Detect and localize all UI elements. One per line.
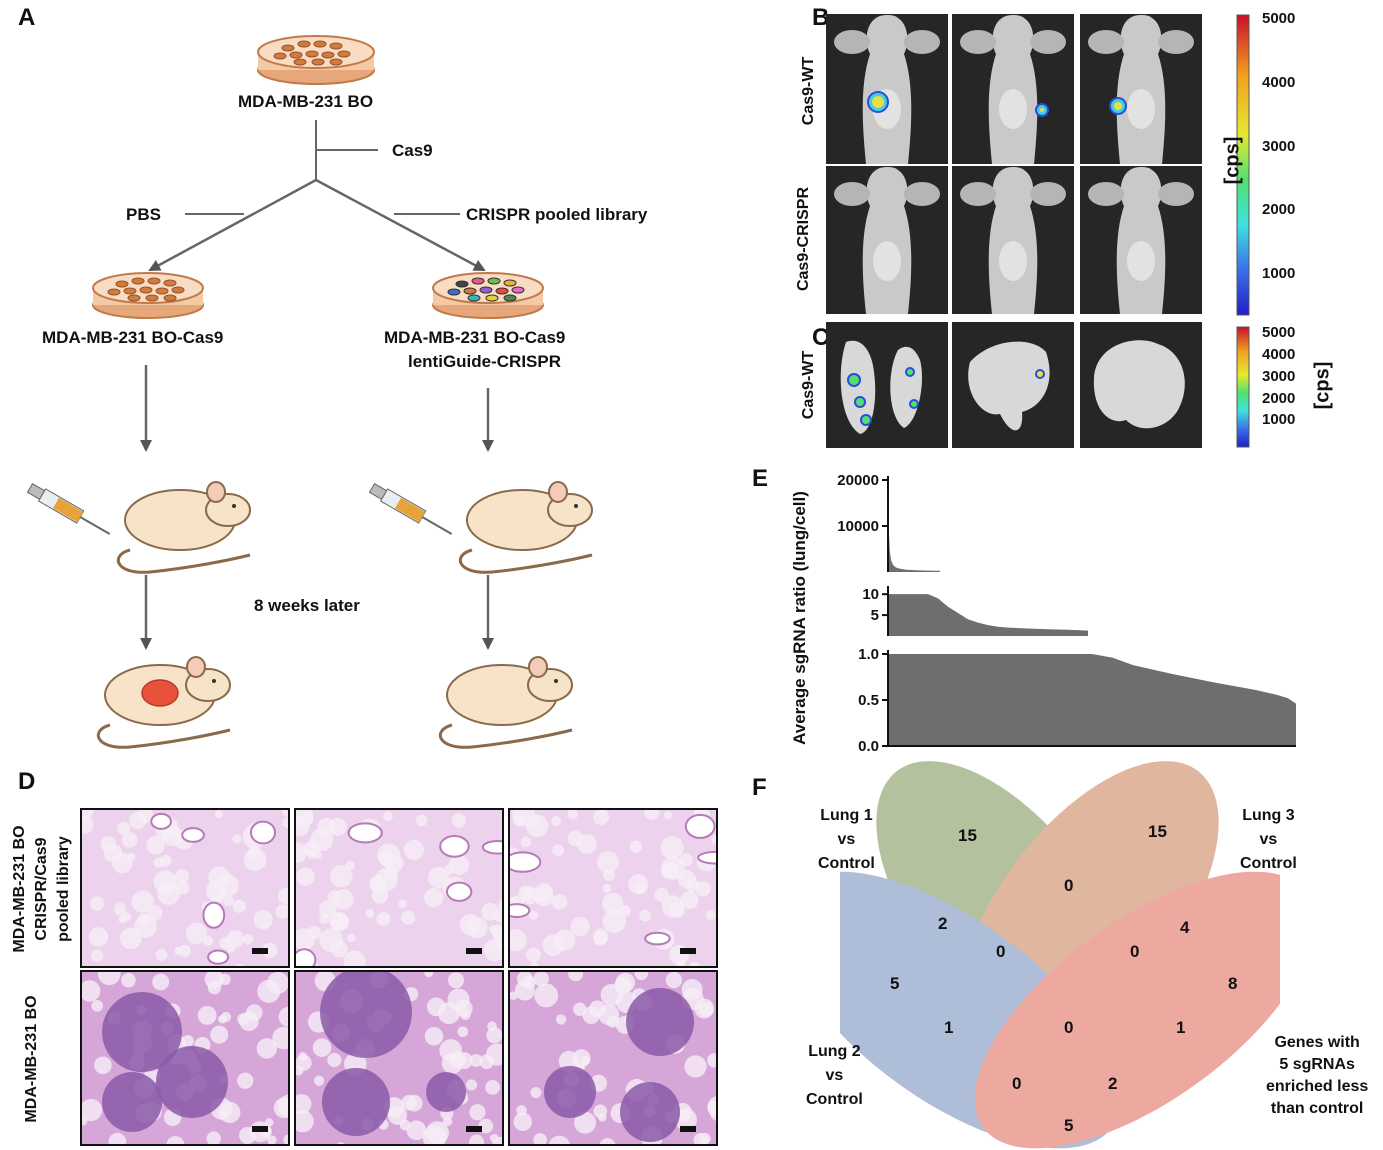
row2-label: MDA-MB-231 BO [23,995,40,1123]
histology-image [80,808,290,968]
row-label-cas9-wt: Cas9-WT [800,56,817,126]
histology-image [508,970,718,1146]
syringe-icon [26,482,111,535]
left-cell-label: MDA-MB-231 BO-Cas9 [42,328,224,347]
mouse-icon [459,481,593,574]
y-tick-label: 1.0 [858,646,879,663]
venn-count-lung1-lung2-genes: 2 [1108,1074,1118,1093]
venn-count-lung1-lung3: 0 [1064,876,1074,895]
workflow-diagram [26,35,593,749]
panel-label-b: B [812,4,830,31]
top-cell-label: MDA-MB-231 BO [238,92,374,111]
petri-dish-icon [257,35,375,85]
row1-label-line1: MDA-MB-231 BO [11,825,28,953]
venn-count-lung2-genes: 5 [1064,1116,1074,1135]
panel-label-c: C [812,324,830,351]
venn-count-only-lung2: 5 [890,974,900,993]
venn-count-lung1-lung3-genes: 0 [1130,942,1140,961]
histology-image [80,970,290,1146]
sgRNA-area-segment [888,480,940,572]
bioluminescence-image [1080,14,1202,164]
colorbar-b-tick: 5000 [1262,10,1296,27]
y-tick-label: 0.5 [858,692,879,709]
colorbar-c-unit: [cps] [1311,361,1334,410]
venn-count-lung1-lung2-lung3: 0 [996,942,1006,961]
colorbar-b-tick: 4000 [1262,74,1296,91]
venn-count-lung1-lung2: 2 [938,914,948,933]
colorbar-b-tick: 3000 [1262,138,1296,155]
right-cell-label-line1: MDA-MB-231 BO-Cas9 [384,328,566,347]
histology-image [294,808,504,968]
venn-diagram [840,761,1280,1149]
bioluminescence-image [952,14,1074,164]
mouse-icon [439,656,573,749]
colorbar-c-tick: 2000 [1262,390,1296,407]
panel-label-a: A [18,4,36,31]
colorbar-b-unit: [cps] [1221,136,1244,185]
right-cell-label-line2: lentiGuide-CRISPR [408,352,562,371]
panel-label-f: F [752,774,767,801]
petri-dish-icon [432,272,544,319]
sgRNA-area-segment [888,594,1088,636]
bioluminescence-image [1080,166,1202,314]
bioluminescence-image [952,166,1074,314]
timepoint-label: 8 weeks later [254,596,360,615]
venn-count-lung2-lung3-genes: 0 [1012,1074,1022,1093]
bioluminescence-image [826,14,948,164]
venn-count-lung1-genes: 1 [1176,1018,1186,1037]
lung-bioluminescence-image [1080,322,1202,448]
venn-set-genes [974,871,1280,1149]
venn-count-all: 0 [1064,1018,1074,1037]
venn-count-lung3-genes: 4 [1180,918,1190,937]
histology-image [294,970,504,1146]
venn-count-only-lung3: 15 [1148,822,1167,841]
sgRNA-ratio-chart: 20000 10000 10 5 1.0 0.5 0.0 [837,472,1296,755]
y-tick-label: 20000 [837,472,879,489]
pbs-branch-label: PBS [126,205,161,224]
bioluminescence-image [826,166,948,314]
mouse-icon [117,481,251,574]
lung-bioluminescence-image [952,322,1074,448]
sgRNA-area-segment [888,654,1296,746]
lung-bioluminescence-image [826,322,948,448]
colorbar-c [1236,326,1250,448]
y-tick-label: 0.0 [858,738,879,755]
colorbar-c-tick: 5000 [1262,324,1296,341]
venn-count-only-genes: 8 [1228,974,1238,993]
colorbar-c-tick: 1000 [1262,411,1296,428]
y-tick-label: 5 [871,607,879,624]
row1-label-line2: CRISPR/Cas9 [33,837,50,941]
colorbar-b-tick: 2000 [1262,201,1296,218]
colorbar-c-tick: 3000 [1262,368,1296,385]
y-tick-label: 10000 [837,518,879,535]
colorbar-b-tick: 1000 [1262,265,1296,282]
cas9-step-label: Cas9 [392,141,433,160]
y-tick-label: 10 [862,586,879,603]
venn-count-only-lung1: 15 [958,826,977,845]
row-label-cas9-crispr: Cas9-CRISPR [795,186,812,292]
venn-count-lung2-lung3: 1 [944,1018,954,1037]
crispr-branch-label: CRISPR pooled library [466,205,648,224]
syringe-icon [368,482,453,535]
colorbar-b [1236,14,1250,316]
row-label-cas9-wt-c: Cas9-WT [800,350,817,420]
panel-label-d: D [18,768,36,795]
mouse-tumor-icon [97,656,231,749]
histology-image [508,808,718,968]
row1-label-line3: pooled library [55,836,72,942]
petri-dish-icon [92,272,204,319]
colorbar-c-tick: 4000 [1262,346,1296,363]
panel-label-e: E [752,465,769,492]
